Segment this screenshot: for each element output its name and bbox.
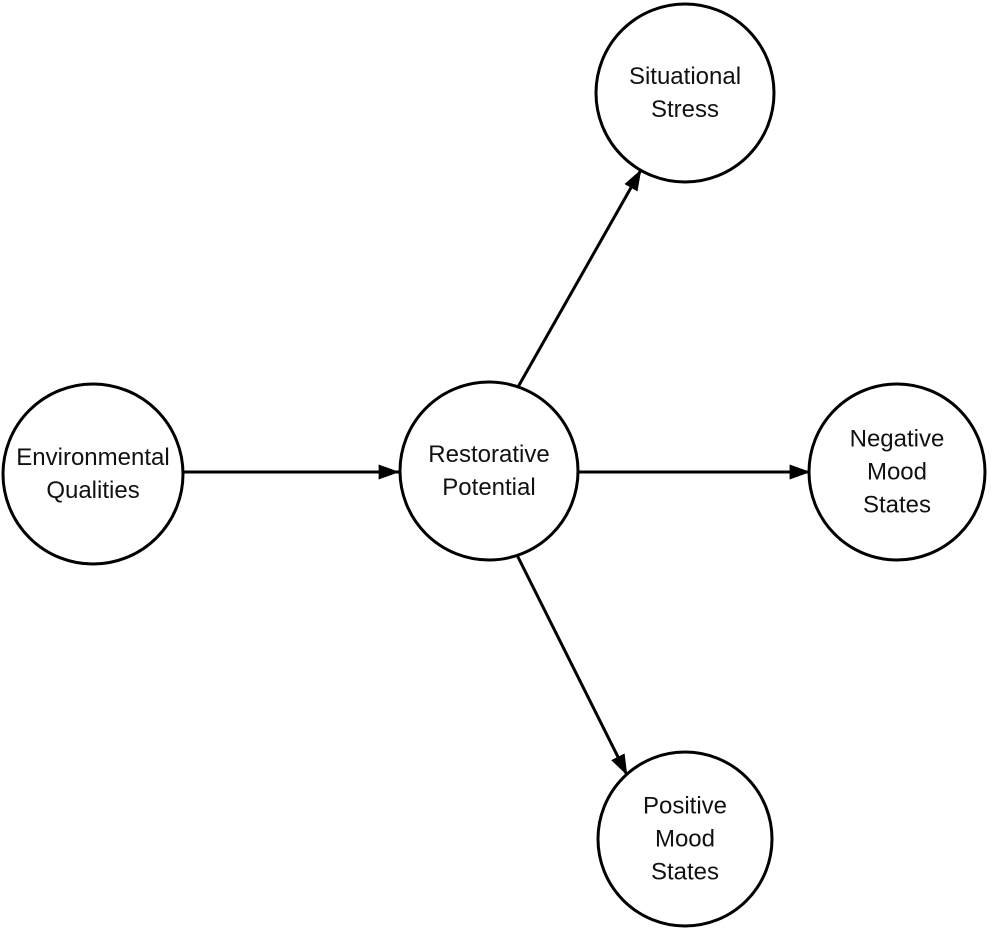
restorative-potential-circle [398,380,580,562]
positive-mood-states-circle [596,750,774,928]
negative-mood-states-circle [807,382,987,562]
edge-restorative-potential-to-situational-stress [516,169,643,388]
edge-restorative-potential-to-positive-mood-states [515,554,629,776]
situational-stress-circle [594,2,776,184]
environmental-qualities-circle [1,382,185,566]
